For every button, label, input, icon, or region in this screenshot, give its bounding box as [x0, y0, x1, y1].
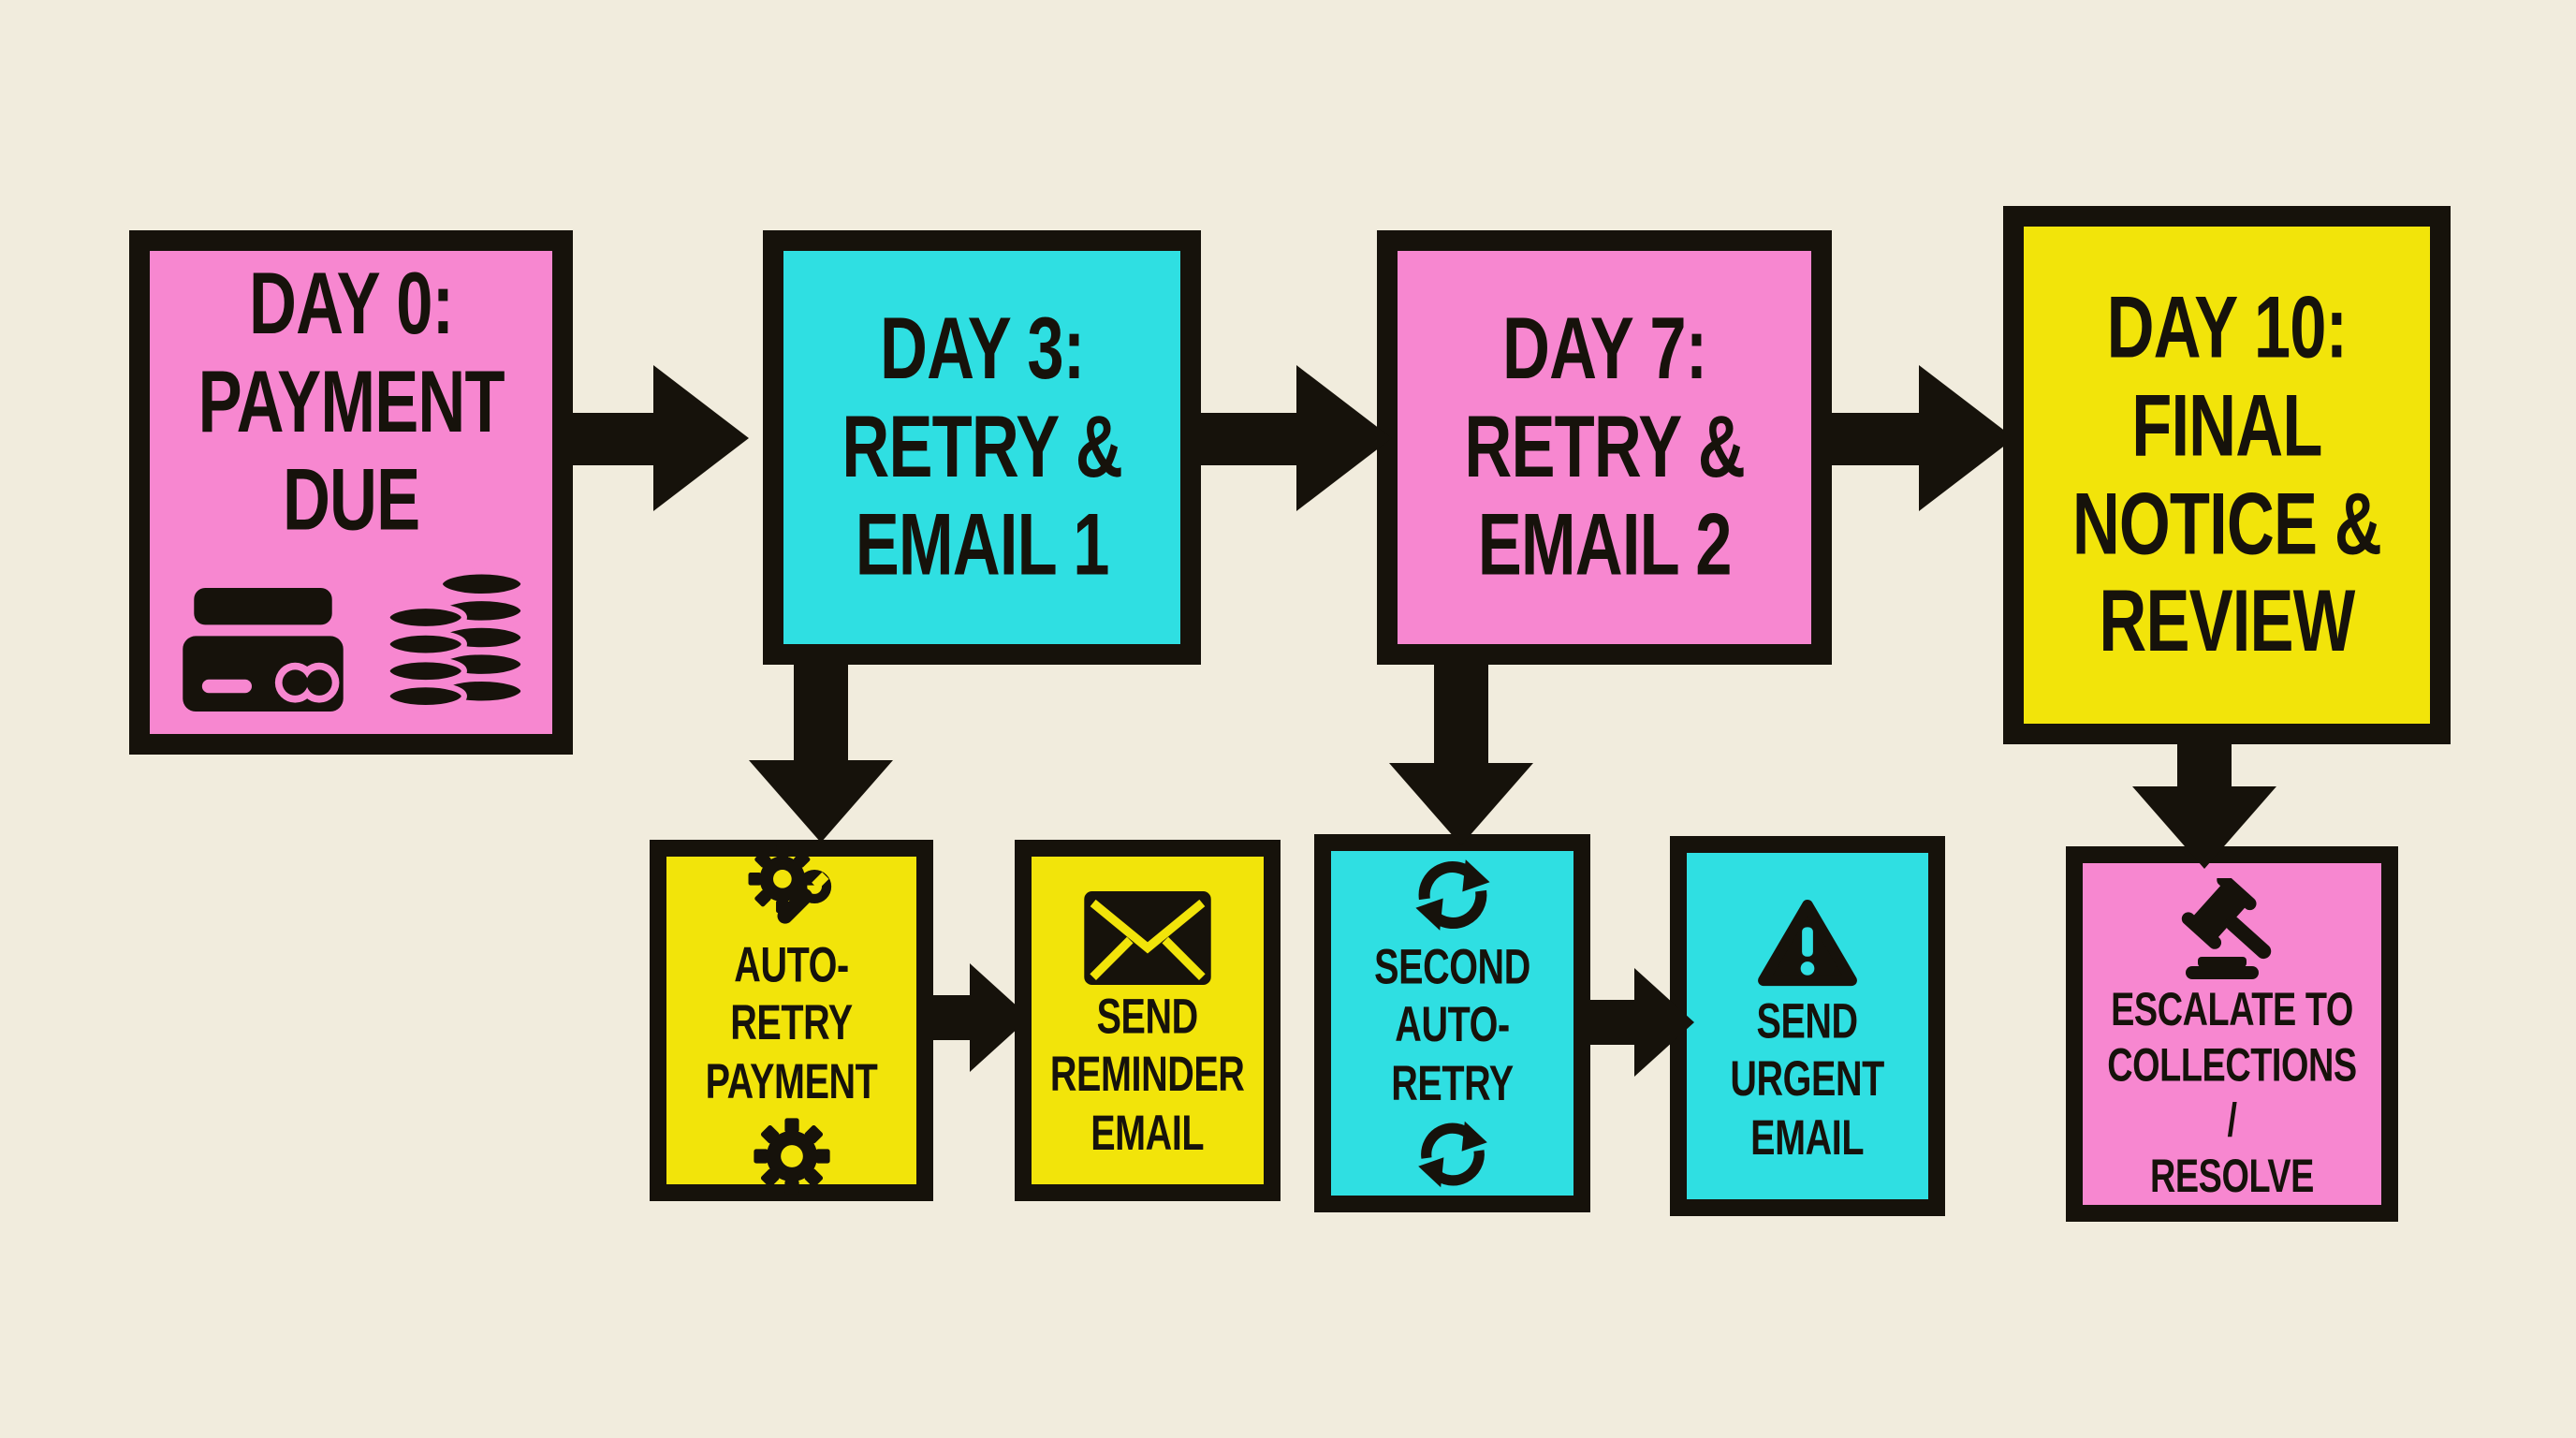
label-line: RETRY &: [842, 398, 1122, 496]
node-escalate-label: ESCALATE TO COLLECTIONS / RESOLVE: [2103, 982, 2360, 1204]
node-day3-label: DAY 3: RETRY & EMAIL 1: [842, 301, 1122, 594]
label-line: EMAIL 1: [855, 496, 1110, 594]
label-line: EMAIL: [1090, 1104, 1205, 1160]
refresh-icon: [1412, 855, 1493, 935]
label-line: DAY 3:: [879, 300, 1085, 398]
label-line: REVIEW: [2099, 573, 2355, 670]
node-day7-label: DAY 7: RETRY & EMAIL 2: [1464, 301, 1745, 594]
refresh-icon: [1415, 1117, 1490, 1192]
label-line: SECOND: [1374, 938, 1530, 994]
node-second-auto-retry: SECOND AUTO-RETRY: [1314, 834, 1590, 1212]
coins-icon: [384, 564, 526, 712]
gavel-icon: [2174, 877, 2291, 983]
label-line: DAY 7:: [1501, 300, 1707, 398]
label-line: ESCALATE TO: [2111, 983, 2353, 1036]
node-day3-retry-email1: DAY 3: RETRY & EMAIL 1: [763, 230, 1201, 665]
label-line: REMINDER: [1050, 1046, 1245, 1102]
label-line: EMAIL 2: [1477, 496, 1733, 594]
node-escalate-collections: ESCALATE TO COLLECTIONS / RESOLVE: [2066, 846, 2398, 1222]
envelope-icon: [1084, 890, 1211, 985]
node-day7-retry-email2: DAY 7: RETRY & EMAIL 2: [1377, 230, 1832, 665]
label-line: DUE: [282, 451, 420, 550]
label-line: AUTO-RETRY: [730, 936, 853, 1050]
label-line: URGENT: [1730, 1050, 1885, 1107]
warning-icon: [1757, 898, 1858, 990]
node-second-auto-retry-label: SECOND AUTO-RETRY: [1348, 937, 1557, 1111]
label-line: SEND: [1756, 992, 1859, 1049]
node-send-urgent-label: SEND URGENT EMAIL: [1730, 991, 1885, 1166]
node-send-reminder-label: SEND REMINDER EMAIL: [1050, 987, 1245, 1161]
gear-wrench-icon: [747, 844, 837, 933]
day0-icon-row: [176, 564, 526, 712]
label-line: RETRY &: [1464, 398, 1745, 496]
label-line: PAYMENT: [705, 1052, 878, 1108]
node-day0-label: DAY 0: PAYMENT DUE: [198, 255, 505, 550]
credit-card-icon: [176, 587, 350, 712]
label-line: EMAIL: [1750, 1108, 1865, 1165]
label-line: NOTICE &: [2071, 475, 2382, 573]
label-line: RESOLVE: [2149, 1149, 2315, 1202]
node-send-reminder-email: SEND REMINDER EMAIL: [1015, 840, 1281, 1201]
node-send-urgent-email: SEND URGENT EMAIL: [1670, 836, 1945, 1216]
node-auto-retry-payment: AUTO-RETRY PAYMENT: [650, 840, 933, 1201]
label-line: COLLECTIONS /: [2107, 1038, 2357, 1147]
gear-icon: [751, 1115, 833, 1197]
node-auto-retry-label: AUTO-RETRY PAYMENT: [684, 935, 900, 1109]
label-line: PAYMENT: [198, 353, 505, 451]
label-line: AUTO-RETRY: [1391, 996, 1514, 1110]
label-line: DAY 10:: [2106, 279, 2349, 376]
label-line: FINAL: [2131, 376, 2322, 475]
node-day0-payment-due: DAY 0: PAYMENT DUE: [129, 230, 573, 755]
node-day10-final-notice: DAY 10: FINAL NOTICE & REVIEW: [2003, 206, 2451, 744]
node-day10-label: DAY 10: FINAL NOTICE & REVIEW: [2071, 279, 2382, 671]
label-line: SEND: [1096, 988, 1199, 1044]
label-line: DAY 0:: [248, 255, 454, 353]
